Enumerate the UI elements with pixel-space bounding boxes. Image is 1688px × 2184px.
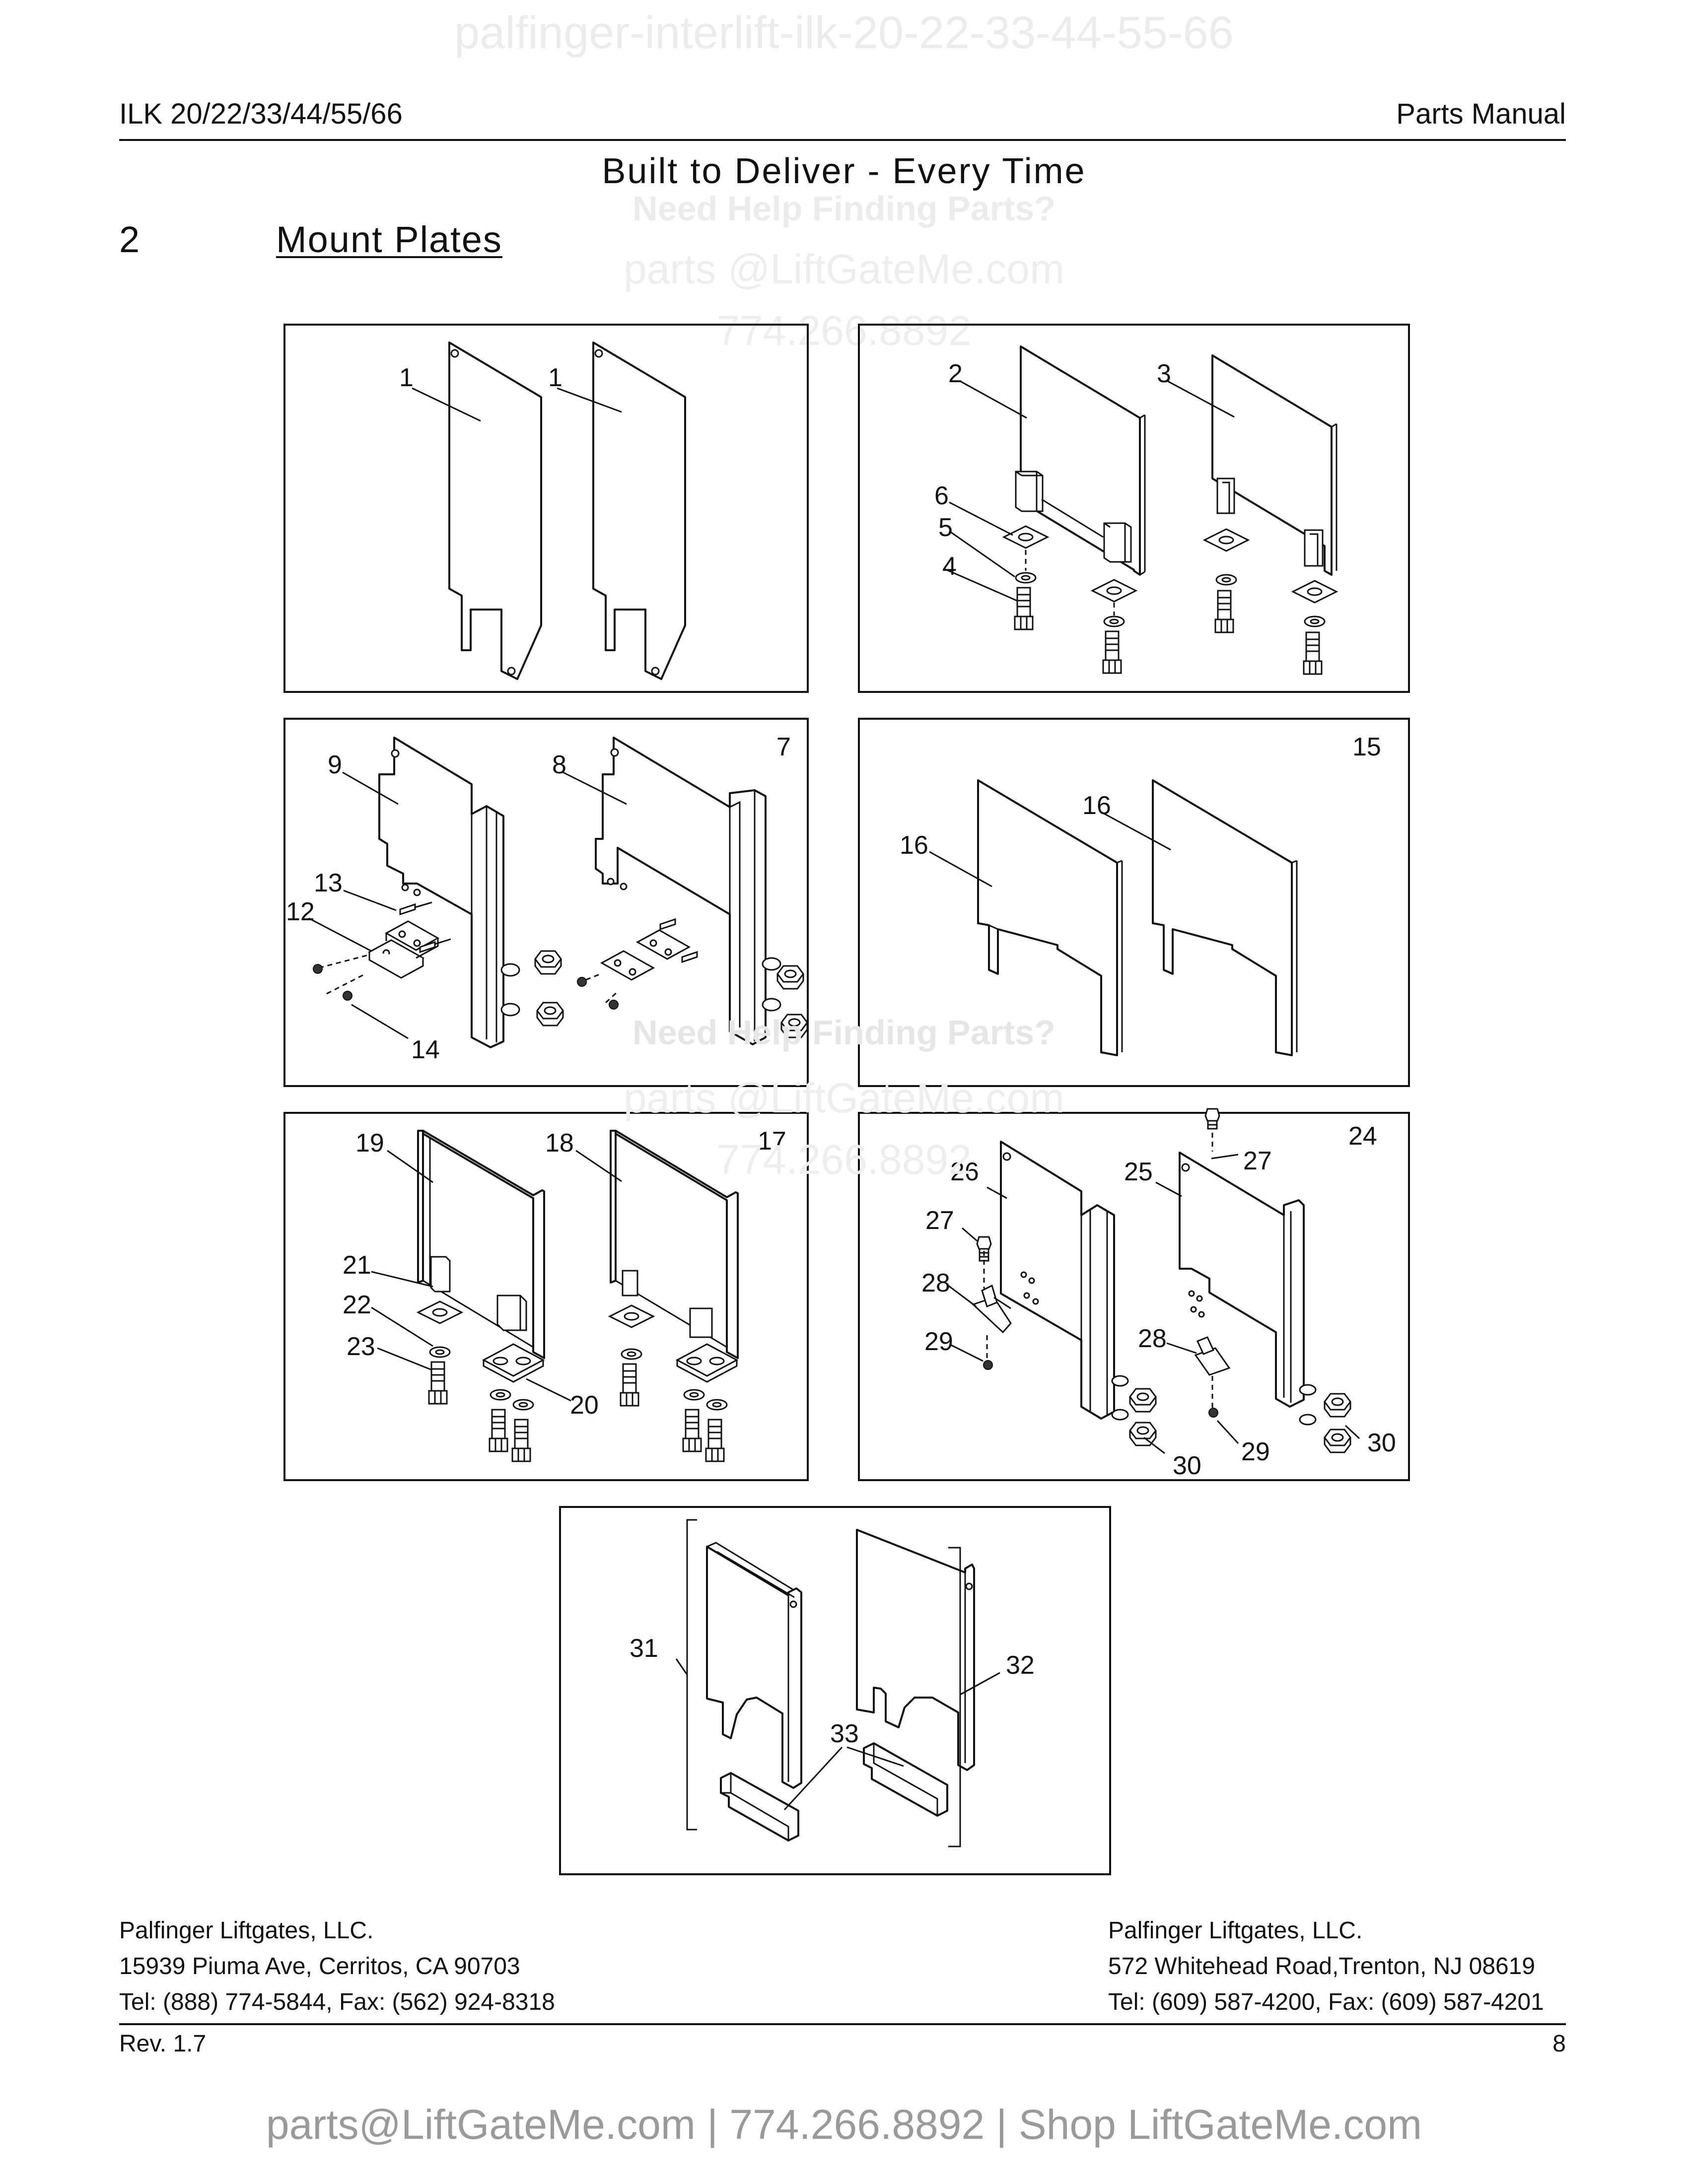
header-manual: Parts Manual <box>1396 98 1566 130</box>
callout-23: 23 <box>347 1332 375 1361</box>
callout-31: 31 <box>630 1634 658 1663</box>
callout-30a: 30 <box>1367 1429 1396 1457</box>
callout-25: 25 <box>1124 1158 1153 1186</box>
mount-plate-19 <box>417 1130 545 1359</box>
callout-16b: 16 <box>1082 791 1111 820</box>
mount-plate-1-left <box>448 341 542 680</box>
section-number: 2 <box>119 219 140 260</box>
callout-29b: 29 <box>1241 1437 1270 1466</box>
callout-9: 9 <box>328 751 342 779</box>
footer-rule <box>119 2023 1566 2025</box>
callout-8: 8 <box>552 751 566 779</box>
watermark-bottom: parts@LiftGateMe.com | 774.266.8892 | Sh… <box>266 2101 1422 2148</box>
page-number: 8 <box>1552 2031 1566 2057</box>
mount-plate-2 <box>1015 345 1146 576</box>
watermark-phone-top: 774.266.8892 <box>716 307 972 354</box>
callout-14: 14 <box>411 1035 440 1064</box>
callout-28b: 28 <box>1138 1324 1167 1353</box>
callout-15: 15 <box>1352 733 1381 761</box>
watermark-help-middle: Need Help Finding Parts? <box>633 1013 1055 1052</box>
pins-and-nuts-panel-3 <box>500 950 808 1038</box>
callout-33: 33 <box>830 1719 859 1748</box>
mount-plate-16-left <box>977 779 1123 1056</box>
watermark-phone-middle: 774.266.8892 <box>716 1136 972 1183</box>
callout-5: 5 <box>938 513 953 542</box>
mount-plate-9 <box>378 737 504 1048</box>
callout-19: 19 <box>355 1129 384 1158</box>
callout-1b: 1 <box>548 363 563 392</box>
panel-7-frame <box>559 1506 1111 1875</box>
mount-plate-16-right <box>1152 779 1298 1056</box>
callout-27b: 27 <box>925 1206 954 1235</box>
mount-plate-18 <box>610 1130 739 1359</box>
watermark-top: palfinger-interlift-ilk-20-22-33-44-55-6… <box>454 7 1234 58</box>
panel-6-frame <box>858 1112 1410 1481</box>
callout-20: 20 <box>570 1391 599 1420</box>
mount-plate-32 <box>856 1529 975 1771</box>
footer-left-address: 15939 Piuma Ave, Cerritos, CA 90703 <box>119 1953 520 1979</box>
callout-6: 6 <box>934 481 949 510</box>
callout-12: 12 <box>286 897 315 926</box>
panel-3-frame <box>283 718 809 1087</box>
watermark-email-top: parts @LiftGateMe.com <box>623 246 1065 292</box>
panel-2-frame <box>858 324 1410 693</box>
footer-right-address: 572 Whitehead Road,Trenton, NJ 08619 <box>1108 1953 1536 1979</box>
callout-24: 24 <box>1348 1122 1377 1151</box>
footer-left-company: Palfinger Liftgates, LLC. <box>119 1917 374 1944</box>
mount-plate-31 <box>706 1542 802 1789</box>
mount-plate-25 <box>1179 1152 1305 1408</box>
callout-17: 17 <box>758 1127 786 1156</box>
callout-18: 18 <box>545 1129 574 1158</box>
callout-22: 22 <box>343 1291 371 1319</box>
callout-26: 26 <box>950 1158 979 1186</box>
u-bracket-33-right <box>863 1742 948 1817</box>
callout-4: 4 <box>942 552 957 581</box>
mount-hardware-8 <box>577 918 698 1010</box>
callout-28a: 28 <box>921 1269 950 1297</box>
header-model: ILK 20/22/33/44/55/66 <box>119 98 403 130</box>
callout-29a: 29 <box>924 1327 953 1356</box>
mount-plate-20 <box>482 1343 545 1383</box>
mount-plate-8 <box>595 737 767 1045</box>
callout-30b: 30 <box>1173 1451 1201 1480</box>
footer-right-contact: Tel: (609) 587-4200, Fax: (609) 587-4201 <box>1108 1989 1544 2015</box>
header-rule <box>119 139 1566 141</box>
mount-plate-1-right <box>592 341 686 680</box>
revision: Rev. 1.7 <box>119 2031 207 2057</box>
bracket-28-left <box>972 1284 1012 1334</box>
watermark-help-top: Need Help Finding Parts? <box>633 189 1055 228</box>
callout-7: 7 <box>776 733 791 761</box>
footer-right-company: Palfinger Liftgates, LLC. <box>1108 1917 1363 1944</box>
footer-left-contact: Tel: (888) 774-5844, Fax: (562) 924-8318 <box>119 1989 555 2015</box>
u-bracket-33-left <box>720 1772 799 1842</box>
mount-plate-18-bracket <box>675 1343 739 1383</box>
pins-and-nuts-panel-6 <box>1111 1375 1351 1453</box>
parts-diagram: 1 1 <box>283 324 1410 1875</box>
slogan: Built to Deliver - Every Time <box>602 151 1086 191</box>
section-title: Mount Plates <box>276 219 502 260</box>
watermark-email-middle: parts @LiftGateMe.com <box>623 1075 1065 1121</box>
mount-plate-3 <box>1211 354 1337 576</box>
callout-21: 21 <box>343 1251 371 1280</box>
callout-32: 32 <box>1006 1651 1035 1680</box>
mount-hardware-12-13-14 <box>313 901 451 1001</box>
callout-1a: 1 <box>399 363 414 392</box>
panel-1-frame <box>283 324 809 693</box>
callout-2: 2 <box>948 359 963 388</box>
callout-3: 3 <box>1157 359 1171 388</box>
panel-5-frame <box>283 1112 809 1481</box>
bracket-28-right <box>1194 1336 1231 1376</box>
callout-27a: 27 <box>1243 1147 1272 1175</box>
callout-13: 13 <box>314 869 343 897</box>
panel-4-frame <box>858 718 1410 1087</box>
callout-16a: 16 <box>900 831 928 860</box>
